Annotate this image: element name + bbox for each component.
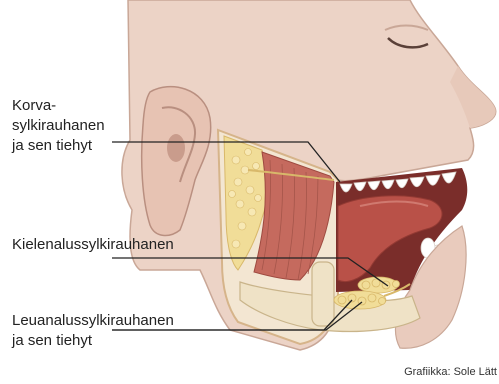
mandible-ramus	[312, 262, 334, 326]
parotid-label-line1: Korva-	[12, 96, 56, 115]
parotid-label-line3: ja sen tiehyt	[12, 136, 92, 155]
submandibular-gland	[334, 291, 386, 309]
submandibular-label-line1: Leuanalussylkirauhanen	[12, 311, 174, 330]
credit-text: Grafiikka: Sole Lätt	[404, 366, 497, 378]
submandibular-label-line2: ja sen tiehyt	[12, 331, 92, 350]
ear-canal	[167, 134, 185, 162]
parotid-label-line2: sylkirauhanen	[12, 116, 105, 135]
sublingual-label: Kielenalussylkirauhanen	[12, 235, 174, 254]
